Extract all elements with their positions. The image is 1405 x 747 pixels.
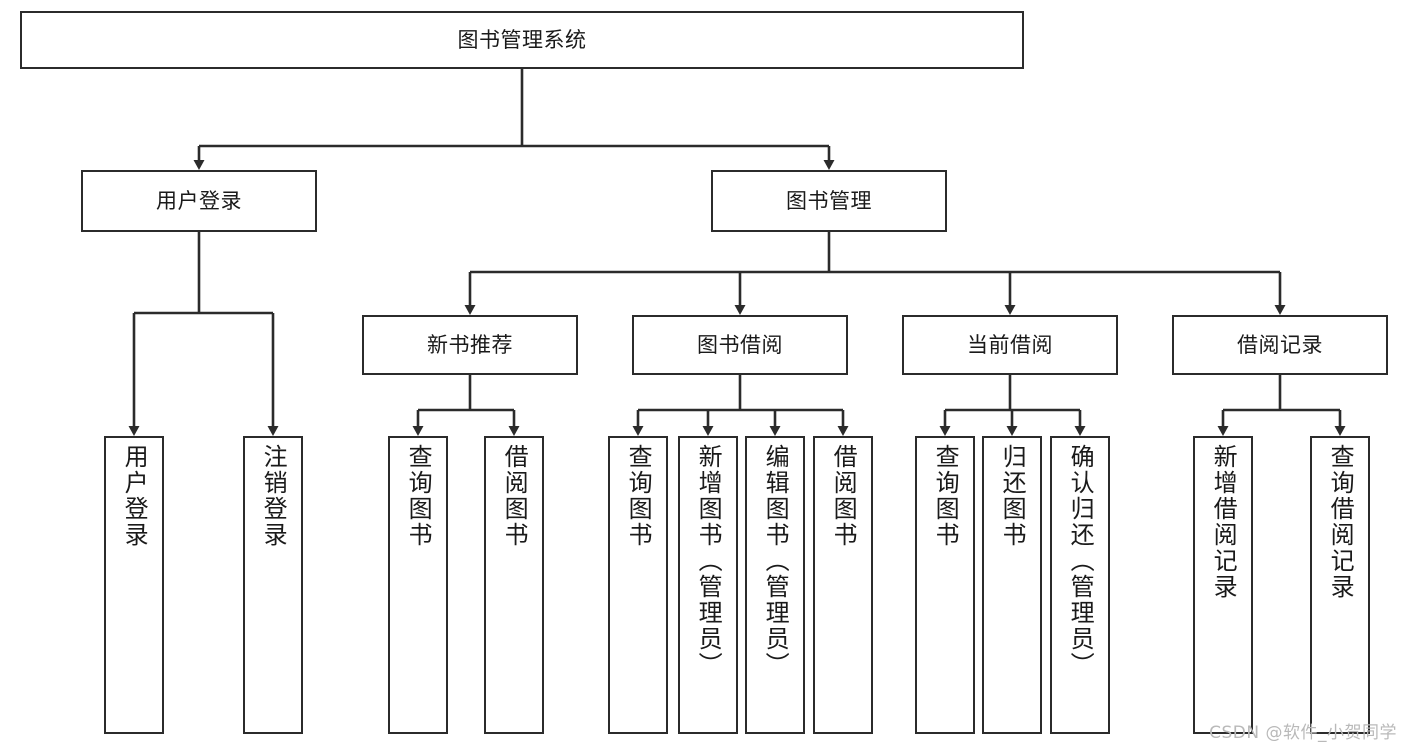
node-leaf-edit-book-admin-label: 编辑图书（管理员） <box>761 444 790 678</box>
node-leaf-add-record-label: 新增借阅记录 <box>1209 444 1238 600</box>
node-leaf-query-book-rec[interactable]: 查询图书 <box>388 436 448 734</box>
node-leaf-query-record-label: 查询借阅记录 <box>1326 444 1355 600</box>
node-leaf-borrow-book[interactable]: 借阅图书 <box>813 436 873 734</box>
node-leaf-borrow-book-label: 借阅图书 <box>829 444 858 548</box>
node-new-book-rec[interactable]: 新书推荐 <box>362 315 578 375</box>
node-leaf-user-login[interactable]: 用户登录 <box>104 436 164 734</box>
node-leaf-confirm-return-admin-label: 确认归还（管理员） <box>1066 444 1095 678</box>
node-borrow-record[interactable]: 借阅记录 <box>1172 315 1388 375</box>
node-book-manage[interactable]: 图书管理 <box>711 170 947 232</box>
watermark-text: CSDN @软件_小贺同学 <box>1209 723 1397 743</box>
node-leaf-query-book-borrow-label: 查询图书 <box>624 444 653 548</box>
node-leaf-query-book-borrow[interactable]: 查询图书 <box>608 436 668 734</box>
node-leaf-add-record[interactable]: 新增借阅记录 <box>1193 436 1253 734</box>
node-leaf-confirm-return-admin[interactable]: 确认归还（管理员） <box>1050 436 1110 734</box>
node-leaf-user-login-label: 用户登录 <box>120 444 149 548</box>
node-root-label: 图书管理系统 <box>457 27 587 52</box>
node-new-book-rec-label: 新书推荐 <box>427 332 513 357</box>
node-leaf-return-book-label: 归还图书 <box>998 444 1027 548</box>
node-leaf-add-book-admin-label: 新增图书（管理员） <box>694 444 723 678</box>
node-leaf-edit-book-admin[interactable]: 编辑图书（管理员） <box>745 436 805 734</box>
node-leaf-query-book-rec-label: 查询图书 <box>404 444 433 548</box>
node-leaf-user-logout[interactable]: 注销登录 <box>243 436 303 734</box>
node-leaf-return-book[interactable]: 归还图书 <box>982 436 1042 734</box>
node-book-borrow[interactable]: 图书借阅 <box>632 315 848 375</box>
node-leaf-query-book-cur-label: 查询图书 <box>931 444 960 548</box>
node-leaf-borrow-book-rec-label: 借阅图书 <box>500 444 529 548</box>
node-book-manage-label: 图书管理 <box>786 188 872 213</box>
node-borrow-record-label: 借阅记录 <box>1237 332 1323 357</box>
node-user-login[interactable]: 用户登录 <box>81 170 317 232</box>
node-leaf-query-record[interactable]: 查询借阅记录 <box>1310 436 1370 734</box>
node-leaf-add-book-admin[interactable]: 新增图书（管理员） <box>678 436 738 734</box>
node-current-borrow[interactable]: 当前借阅 <box>902 315 1118 375</box>
node-root[interactable]: 图书管理系统 <box>20 11 1024 69</box>
node-book-borrow-label: 图书借阅 <box>697 332 783 357</box>
node-leaf-borrow-book-rec[interactable]: 借阅图书 <box>484 436 544 734</box>
node-current-borrow-label: 当前借阅 <box>967 332 1053 357</box>
node-leaf-query-book-cur[interactable]: 查询图书 <box>915 436 975 734</box>
node-user-login-label: 用户登录 <box>156 188 242 213</box>
node-leaf-user-logout-label: 注销登录 <box>259 444 288 548</box>
